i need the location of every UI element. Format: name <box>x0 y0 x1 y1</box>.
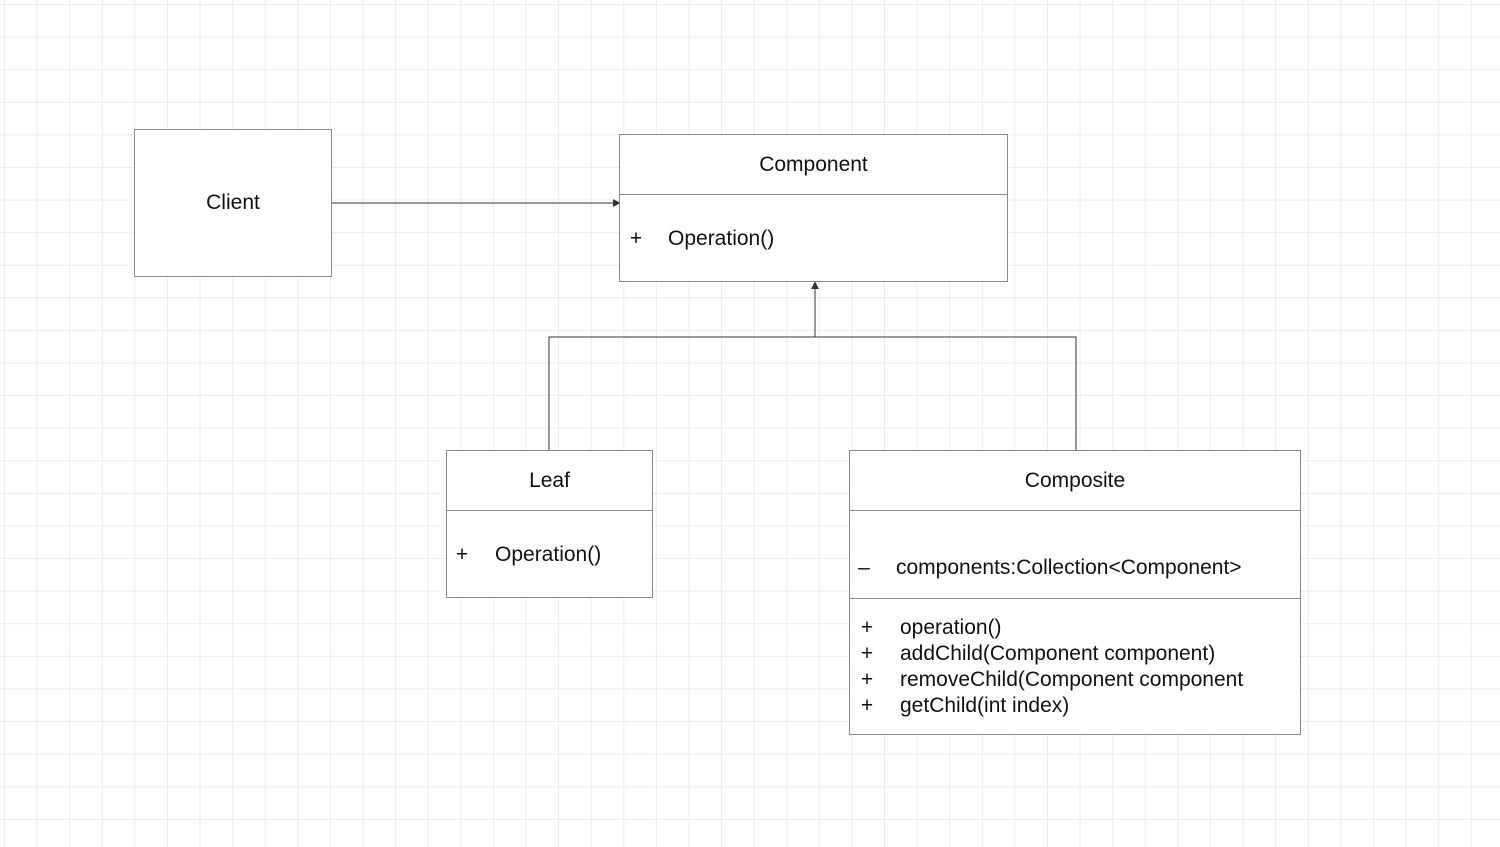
composite-title: Composite <box>850 451 1300 511</box>
composite-method: operation() <box>900 616 1002 639</box>
public-visibility: + <box>455 543 469 566</box>
component-class[interactable]: Component + Operation() <box>619 134 1008 282</box>
leaf-inheritance-line <box>548 336 815 451</box>
leaf-title: Leaf <box>447 451 652 511</box>
composite-class[interactable]: Composite – components:Collection<Compon… <box>849 450 1301 735</box>
leaf-method-row: + Operation() <box>447 543 652 569</box>
component-method-row: + Operation() <box>620 227 1007 253</box>
client-title: Client <box>206 191 260 214</box>
composite-method-row: + removeChild(Component component <box>850 668 1300 694</box>
leaf-class[interactable]: Leaf + Operation() <box>446 450 653 598</box>
client-class[interactable]: Client <box>134 129 332 277</box>
composite-method-row: + addChild(Component component) <box>850 642 1300 668</box>
component-method: Operation() <box>668 227 775 250</box>
public-visibility: + <box>629 227 643 250</box>
component-title: Component <box>620 135 1007 195</box>
composite-method: getChild(int index) <box>900 694 1070 717</box>
composite-attribute: components:Collection<Component> <box>896 556 1242 579</box>
leaf-method: Operation() <box>495 543 602 566</box>
public-visibility: + <box>860 642 874 665</box>
composite-divider <box>850 598 1300 599</box>
composite-method-row: + operation() <box>850 616 1300 642</box>
public-visibility: + <box>860 616 874 639</box>
public-visibility: + <box>860 694 874 717</box>
private-visibility: – <box>858 556 870 579</box>
composite-method-row: + getChild(int index) <box>850 694 1300 720</box>
public-visibility: + <box>860 668 874 691</box>
composite-inheritance-line <box>815 336 1077 451</box>
composite-method: removeChild(Component component <box>900 668 1244 691</box>
composite-attribute-row: – components:Collection<Component> <box>850 556 1300 582</box>
composite-method: addChild(Component component) <box>900 642 1216 665</box>
